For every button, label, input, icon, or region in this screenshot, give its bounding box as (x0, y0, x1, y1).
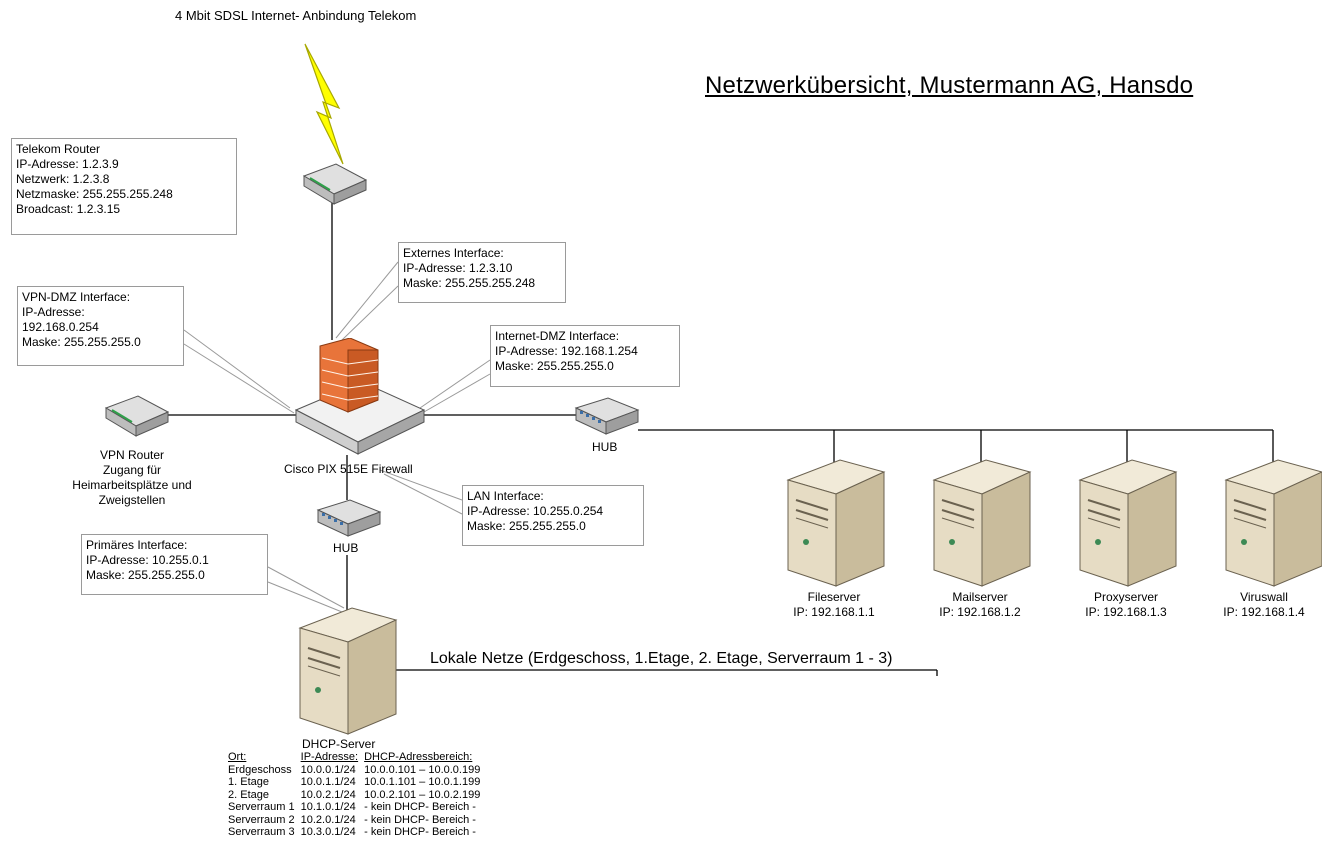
server-ip: IP: 192.168.1.3 (1085, 605, 1167, 619)
table-row: 2. Etage 10.0.2.1/24 10.0.2.101 – 10.0.2… (228, 788, 481, 801)
server-ip: IP: 192.168.1.4 (1223, 605, 1305, 619)
page-title: Netzwerkübersicht, Mustermann AG, Hansdo (705, 72, 1194, 99)
lightning-bolt-icon (304, 43, 344, 165)
dhcp-table: Ort: IP-Adresse: DHCP-Adressbereich: Erd… (228, 751, 486, 839)
callout-primary-interface: Primäres Interface: IP-Adresse: 10.255.0… (81, 534, 268, 595)
hub-main-label: HUB (592, 440, 618, 454)
server-icon (1078, 459, 1178, 587)
firewall-icon (294, 338, 426, 455)
server-ip: IP: 192.168.1.1 (793, 605, 875, 619)
hub-lan-icon (316, 499, 382, 537)
table-row: Serverraum 2 10.2.0.1/24 - kein DHCP- Be… (228, 813, 476, 826)
vpn-router-icon (104, 395, 170, 437)
hub-lan-label: HUB (333, 541, 359, 555)
hub-main-icon (574, 397, 640, 435)
lan-networks-label: Lokale Netze (Erdgeschoss, 1.Etage, 2. E… (430, 650, 893, 667)
server-icon (1224, 459, 1322, 587)
vpn-router-label: VPN Router Zugang für Heimarbeitsplätze … (72, 448, 192, 507)
dhcp-table-header: Ort: IP-Adresse: DHCP-Adressbereich: (228, 751, 486, 764)
table-row: Serverraum 3 10.3.0.1/24 - kein DHCP- Be… (228, 826, 476, 838)
server-name: Mailserver (952, 590, 1008, 604)
dhcp-server-label: DHCP-Server (302, 737, 376, 751)
callout-lan-interface: LAN Interface: IP-Adresse: 10.255.0.254 … (462, 485, 644, 546)
server-icon (786, 459, 886, 587)
server-name: Fileserver (807, 590, 861, 604)
callout-external-interface: Externes Interface: IP-Adresse: 1.2.3.10… (398, 242, 566, 303)
dhcp-server-icon (298, 607, 398, 735)
table-row: Serverraum 1 10.1.0.1/24 - kein DHCP- Be… (228, 801, 476, 813)
server-ip: IP: 192.168.1.2 (939, 605, 1021, 619)
server-icon (932, 459, 1032, 587)
server-name: Proxyserver (1093, 590, 1158, 604)
firewall-label: Cisco PIX 515E Firewall (284, 462, 413, 476)
callout-telekom-router: Telekom Router IP-Adresse: 1.2.3.9 Netzw… (11, 138, 237, 235)
dhcp-header-range: DHCP-Adressbereich: (364, 751, 473, 763)
callout-internet-dmz-interface: Internet-DMZ Interface: IP-Adresse: 192.… (490, 325, 680, 387)
callout-leaders (183, 261, 491, 613)
table-row: 1. Etage 10.0.1.1/24 10.0.1.101 – 10.0.1… (228, 776, 481, 788)
table-row: Erdgeschoss 10.0.0.1/24 10.0.0.101 – 10.… (228, 763, 481, 776)
callout-vpn-dmz-interface: VPN-DMZ Interface: IP-Adresse: 192.168.0… (17, 286, 184, 366)
internet-link-label: 4 Mbit SDSL Internet- Anbindung Telekom (175, 8, 417, 23)
server-name: Viruswall (1240, 590, 1288, 604)
dhcp-header-location: Ort: (228, 751, 247, 763)
dhcp-header-ip: IP-Adresse: (300, 751, 359, 763)
telekom-router-icon (302, 163, 368, 205)
